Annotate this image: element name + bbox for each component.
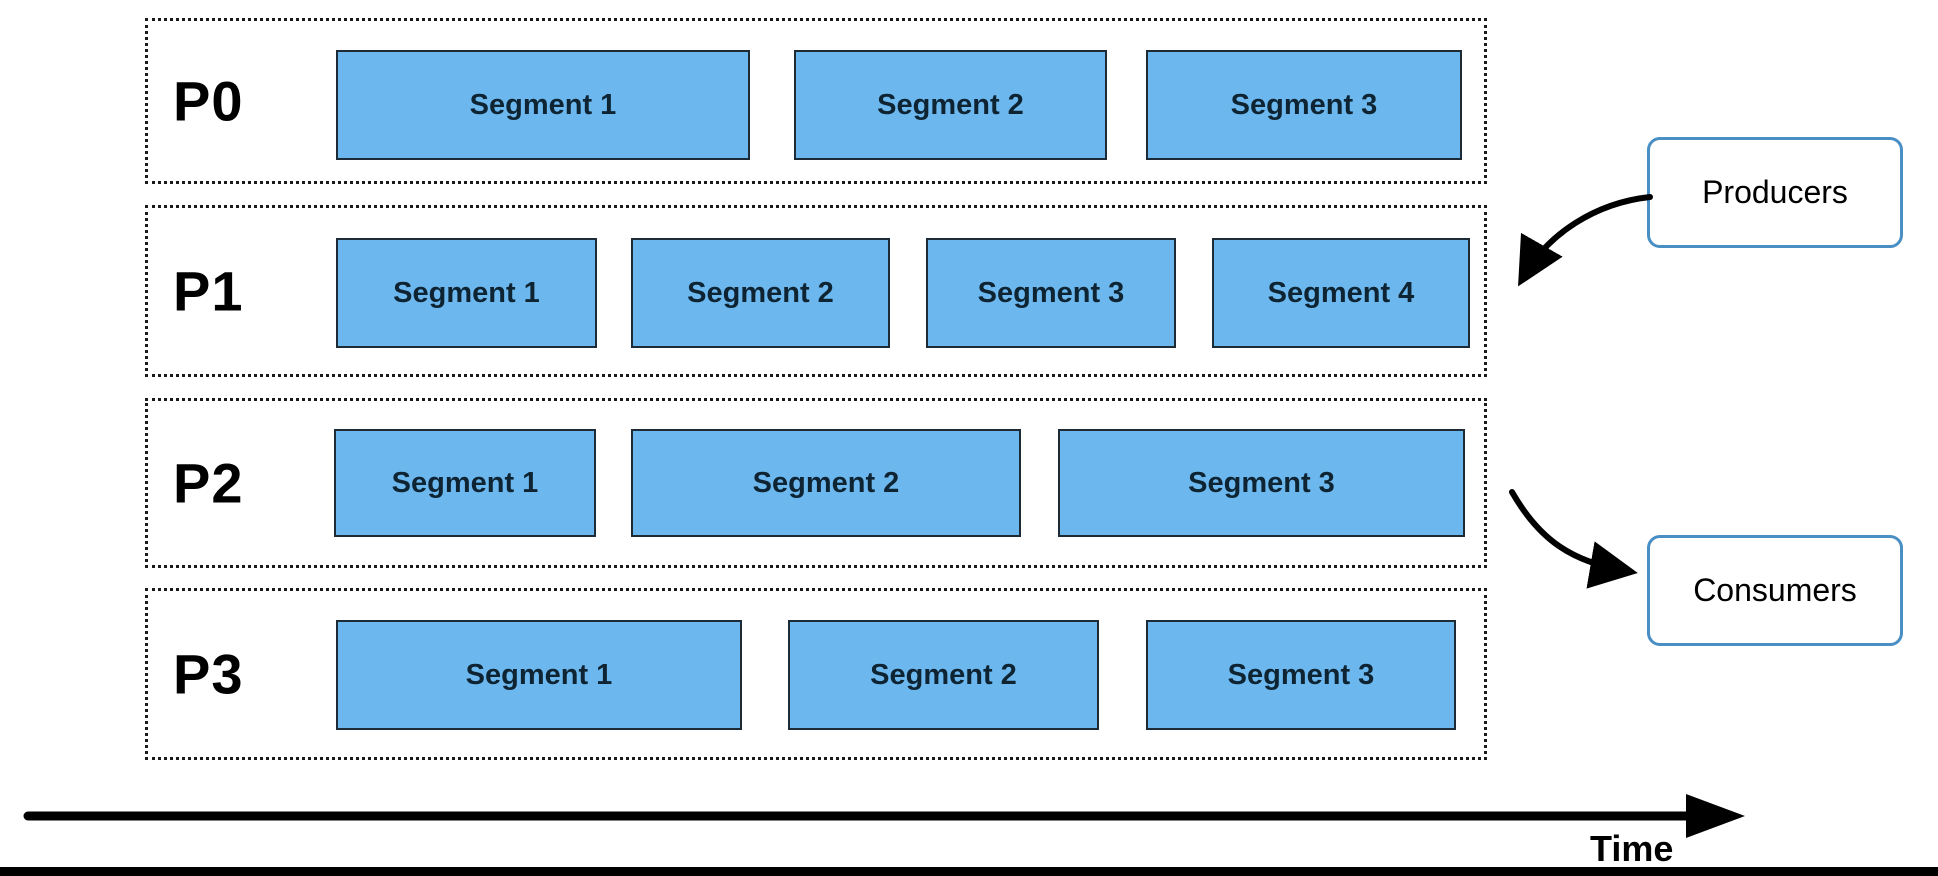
segment-box: Segment 3 xyxy=(1146,620,1456,730)
segment-box: Segment 1 xyxy=(336,50,750,160)
producers-label: Producers xyxy=(1702,174,1848,210)
segment-box: Segment 3 xyxy=(1058,429,1465,537)
segment-box: Segment 4 xyxy=(1212,238,1470,348)
producers-box: Producers xyxy=(1647,137,1903,248)
segment-box: Segment 3 xyxy=(1146,50,1462,160)
segment-box: Segment 2 xyxy=(788,620,1099,730)
segment-box: Segment 2 xyxy=(631,429,1021,537)
partition-label-p0: P0 xyxy=(173,69,244,133)
partition-label-p2: P2 xyxy=(173,451,244,515)
consumers-label: Consumers xyxy=(1693,572,1857,608)
bottom-edge-bar xyxy=(0,867,1938,876)
partition-row-p0: P0 Segment 1 Segment 2 Segment 3 xyxy=(145,18,1487,184)
segment-box: Segment 3 xyxy=(926,238,1176,348)
partition-row-p3: P3 Segment 1 Segment 2 Segment 3 xyxy=(145,588,1487,760)
segment-box: Segment 2 xyxy=(794,50,1107,160)
time-axis-arrowhead xyxy=(1686,794,1745,838)
partition-label-p3: P3 xyxy=(173,642,244,706)
partition-label-p1: P1 xyxy=(173,259,244,323)
time-axis-label: Time xyxy=(1590,828,1674,869)
partition-row-p2: P2 Segment 1 Segment 2 Segment 3 xyxy=(145,398,1487,568)
consumers-arrow xyxy=(1509,489,1638,589)
segment-box: Segment 2 xyxy=(631,238,890,348)
segment-box: Segment 1 xyxy=(336,620,742,730)
consumers-box: Consumers xyxy=(1647,535,1903,646)
partition-row-p1: P1 Segment 1 Segment 2 Segment 3 Segment… xyxy=(145,205,1487,377)
segment-box: Segment 1 xyxy=(336,238,597,348)
segment-box: Segment 1 xyxy=(334,429,596,537)
producers-arrow xyxy=(1518,194,1653,287)
